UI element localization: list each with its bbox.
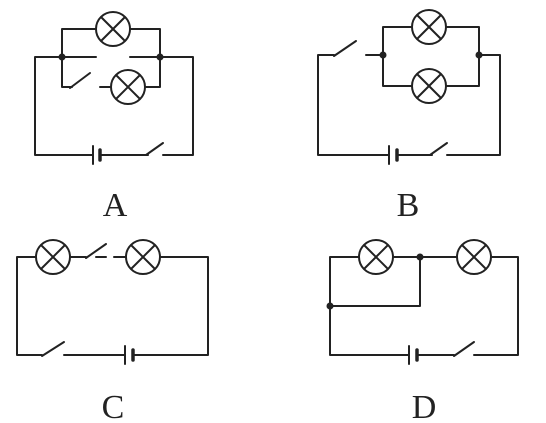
option-label-a: A: [103, 187, 128, 224]
switch-b-battery: [429, 142, 448, 156]
lamp-c-left-icon: [35, 239, 71, 275]
lamp-d-left-icon: [358, 239, 394, 275]
lamp-a-bottom-icon: [110, 69, 146, 105]
switch-a-branch: [69, 72, 91, 89]
junction-b-left: [379, 51, 387, 59]
option-label-b: B: [397, 187, 420, 224]
circuit-d: D: [326, 239, 519, 423]
circuit-c: C: [16, 239, 209, 423]
lamp-b-top-icon: [411, 9, 447, 45]
circuit-a: A: [34, 11, 194, 224]
option-label-c: C: [102, 389, 125, 423]
option-label-d: D: [412, 389, 437, 423]
switch-a-main: [145, 142, 164, 156]
switch-d-main: [453, 341, 475, 357]
lamp-a-top-icon: [95, 11, 131, 47]
junction-b-right: [475, 51, 483, 59]
junction-d-left: [326, 302, 334, 310]
switch-c-series: [85, 243, 107, 259]
circuit-b: B: [317, 9, 501, 224]
lamp-b-bottom-icon: [411, 68, 447, 104]
junction-d-top: [416, 253, 424, 261]
switch-c-main: [41, 341, 65, 357]
lamp-c-right-icon: [125, 239, 161, 275]
lamp-d-right-icon: [456, 239, 492, 275]
switch-b-main: [333, 40, 357, 57]
